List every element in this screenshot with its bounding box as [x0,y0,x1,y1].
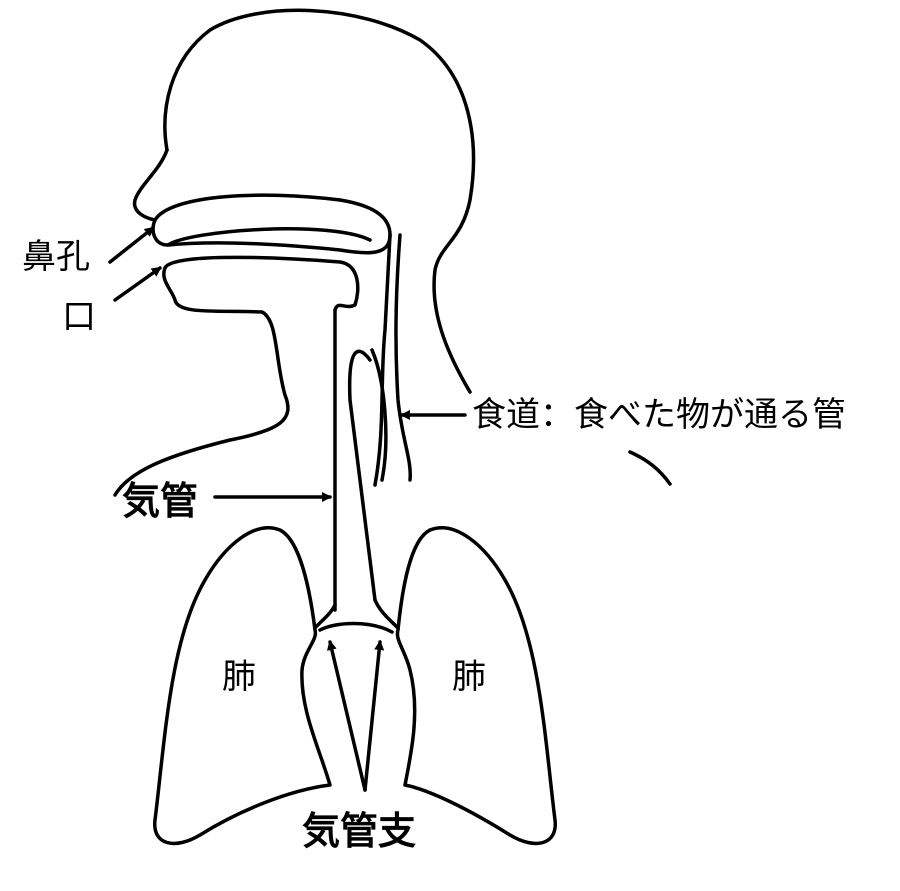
pharynx-inner [166,227,372,247]
label-nostril: 鼻孔 [22,237,90,277]
trachea-right [347,349,377,602]
pharynx-back [373,233,392,487]
label-trachea: 気管 [122,479,199,523]
bronchi-arrow-left [326,640,367,792]
mouth-arrow [113,266,162,302]
esophagus [394,233,413,482]
left-lung [153,526,332,846]
esophagus-inner [370,348,388,482]
nasal-cavity [151,193,392,255]
right-lung [395,526,557,846]
label-lung-right: 肺 [452,657,486,697]
oral-cavity [163,255,360,312]
label-bronchi: 気管支 [302,809,417,853]
shoulder-curve [628,450,672,486]
label-mouth: 口 [62,297,96,337]
head-outline [163,8,476,394]
label-esophagus: 食道：食べた物が通る管 [472,395,846,435]
nostril-arrow [108,226,155,264]
face-outline [132,148,169,222]
bronchi [313,598,400,634]
chin-neck-outline [113,266,290,497]
label-lung-left: 肺 [222,657,256,697]
bronchi-arrow-right [363,640,385,792]
